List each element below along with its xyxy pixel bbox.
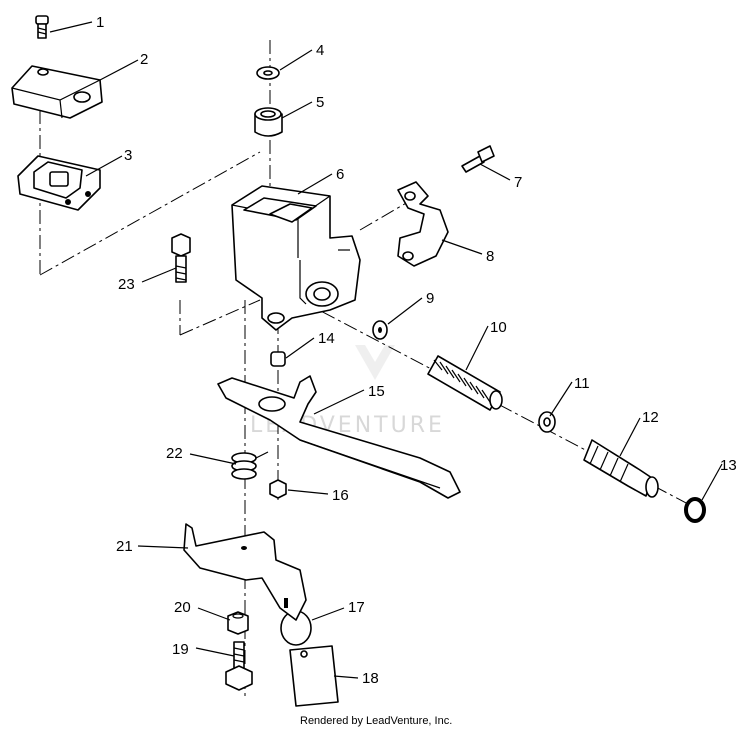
part-3-diaphragm — [17, 155, 101, 211]
callout-labels: 1 2 3 4 5 6 7 8 9 10 11 12 13 14 15 16 1… — [96, 14, 737, 687]
callout-16: 16 — [332, 487, 349, 504]
part-1-screw — [35, 15, 49, 39]
part-2-reservoir-cover — [11, 65, 103, 119]
part-6-master-cylinder — [231, 185, 361, 331]
part-10-spring — [427, 355, 503, 411]
callout-14: 14 — [318, 330, 335, 347]
callout-15: 15 — [368, 383, 385, 400]
part-13-o-ring — [684, 497, 706, 523]
callout-13: 13 — [720, 457, 737, 474]
part-18-tag — [289, 645, 339, 707]
part-19-bolt — [225, 641, 253, 691]
callout-17: 17 — [348, 599, 365, 616]
callout-23: 23 — [118, 276, 135, 293]
part-8-clamp — [397, 181, 449, 267]
callout-22: 22 — [166, 445, 183, 462]
callout-9: 9 — [426, 290, 434, 307]
part-11-washer — [538, 411, 556, 433]
part-15-lever — [217, 375, 461, 499]
callout-6: 6 — [336, 166, 344, 183]
center-lines — [39, 40, 691, 700]
callout-3: 3 — [124, 147, 132, 164]
credit-text: Rendered by LeadVenture, Inc. — [300, 715, 452, 727]
part-9-washer — [372, 320, 388, 340]
part-21-bracket — [183, 523, 307, 621]
callout-1: 1 — [96, 14, 104, 31]
callout-18: 18 — [362, 670, 379, 687]
callout-8: 8 — [486, 248, 494, 265]
callout-21: 21 — [116, 538, 133, 555]
callout-5: 5 — [316, 94, 324, 111]
part-23-bolt — [171, 233, 191, 283]
part-22-spring — [231, 451, 269, 480]
callout-7: 7 — [514, 174, 522, 191]
part-16-nut — [269, 479, 287, 499]
part-5-bushing — [254, 107, 283, 137]
part-4-washer — [256, 66, 280, 80]
callout-19: 19 — [172, 641, 189, 658]
callout-20: 20 — [174, 599, 191, 616]
part-7-screw — [461, 145, 495, 173]
callout-4: 4 — [316, 42, 324, 59]
watermark-logo — [355, 345, 395, 380]
callout-2: 2 — [140, 51, 148, 68]
part-20-nut — [227, 611, 249, 635]
part-14-set-screw — [270, 351, 286, 367]
callout-10: 10 — [490, 319, 507, 336]
callout-12: 12 — [642, 409, 659, 426]
callout-11: 11 — [574, 375, 590, 392]
part-12-piston — [583, 439, 659, 498]
leader-lines — [49, 21, 723, 679]
